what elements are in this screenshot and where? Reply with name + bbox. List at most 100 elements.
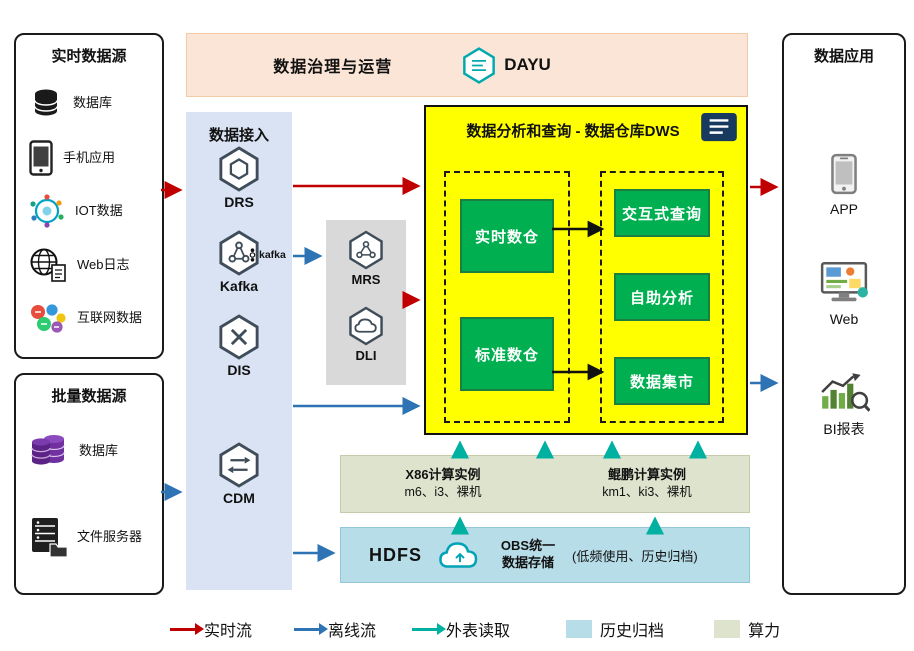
source-item-batch-database: 数据库 [28,427,158,475]
kafka-wordmark: kafka [248,248,286,262]
source-item-web-log: Web日志 [28,241,158,289]
standard-warehouse-box: 标准数仓 [460,317,554,391]
source-label: 互联网数据 [77,309,143,325]
governance-bar: 数据治理与运营 DAYU [186,33,748,97]
realtime-sources-panel: 实时数据源 数据库 手机应用 [14,33,164,359]
legend-label: 历史归档 [600,623,665,640]
source-item-file-server: 文件服务器 [28,513,158,561]
source-label: IOT数据 [75,202,123,218]
kafka-icon [219,230,259,276]
source-label: 手机应用 [63,149,116,165]
service-mrs: MRS [326,230,406,287]
legend: 实时流 离线流 外表读取 历史归档 算力 [170,614,780,644]
service-drs: DRS [186,146,292,210]
cdm-icon [219,442,259,488]
purple-database-icon [31,435,65,465]
service-label: Kafka [219,278,259,294]
interactive-query-box: 交互式查询 [614,189,710,237]
source-label: 数据库 [73,94,113,110]
dis-icon [219,314,259,360]
obs-storage-label: OBS统一数据存储 [500,538,556,570]
file-server-icon [32,518,68,558]
service-dis: DIS [186,314,292,378]
source-item-mobile-app: 手机应用 [28,134,158,182]
obs-storage-note: (低频使用、历史归档) [572,548,698,564]
compute-group-title: X86计算实例 [405,467,481,483]
bi-report-icon [821,373,870,412]
source-label: Web日志 [77,256,130,272]
app-label: APP [829,201,858,217]
batch-sources-title: 批量数据源 [51,388,127,405]
legend-item-compute: 算力 [714,617,780,641]
service-label: MRS [351,272,381,287]
compute-group-title: 鲲鹏计算实例 [607,467,686,483]
dws-title: 数据分析和查询 - 数据仓库DWS [466,123,680,140]
data-ingestion-title: 数据接入 [208,127,269,144]
source-item-internet-data: 互联网数据 [28,294,158,342]
kafka-logo-glyph [249,248,256,262]
service-label: DIS [227,362,251,378]
batch-sources-panel: 批量数据源 数据库 文件服务器 [14,373,164,595]
red-arrow-icon [170,623,204,635]
service-cdm: CDM [186,442,292,506]
functions-group: 交互式查询 自助分析 数据集市 [600,171,724,423]
compute-instances-bar: X86计算实例 m6、i3、裸机 鲲鹏计算实例 km1、ki3、裸机 [340,455,750,513]
legend-item-offline-flow: 离线流 [294,617,376,641]
governance-title: 数据治理与运营 [273,59,393,76]
drs-icon [219,146,259,192]
service-label: DRS [224,194,254,210]
blue-arrow-icon [294,623,329,635]
compute-group-detail: m6、i3、裸机 [404,485,482,500]
app-item-web: Web [784,261,904,327]
kafka-word-text: kafka [259,249,286,261]
web-monitor-icon [820,261,868,302]
globe-document-icon [30,248,66,282]
realtime-sources-title: 实时数据源 [51,48,127,65]
legend-label: 外表读取 [446,623,511,640]
internet-bubbles-icon [31,304,66,333]
service-kafka: kafka Kafka [186,230,292,294]
source-item-database: 数据库 [28,79,158,127]
service-label: DLI [355,348,377,363]
service-label: CDM [223,490,255,506]
dws-document-icon [701,112,737,142]
history-archive-swatch [566,620,593,638]
x86-compute-group: X86计算实例 m6、i3、裸机 [341,456,545,512]
source-label: 数据库 [79,442,119,458]
dayu-logo-text: DAYU [504,55,551,74]
phone-icon [29,140,53,176]
warehouse-group: 实时数仓 标准数仓 [444,171,570,423]
compute-group-detail: km1、ki3、裸机 [602,485,692,500]
self-service-analysis-box: 自助分析 [614,273,710,321]
source-item-iot: IOT数据 [28,187,158,235]
legend-item-external-read: 外表读取 [412,617,510,641]
dayu-hexagon-icon [463,46,496,84]
hdfs-label: HDFS [369,544,422,565]
dli-icon [349,306,383,346]
legend-label: 离线流 [328,623,377,640]
obs-cloud-icon [439,542,478,568]
data-applications-panel: 数据应用 APP Web [782,33,906,595]
realtime-warehouse-box: 实时数仓 [460,199,554,273]
source-label: 文件服务器 [77,528,143,544]
analytics-services-panel: MRS DLI [326,220,406,385]
unified-storage-bar: HDFS OBS统一数据存储 (低频使用、历史归档) [340,527,750,583]
teal-arrow-icon [412,623,447,635]
legend-label: 实时流 [204,623,253,640]
service-dli: DLI [326,306,406,363]
legend-label: 算力 [748,623,781,640]
dws-analysis-panel: 数据分析和查询 - 数据仓库DWS 实时数仓 标准数仓 交互式查询 自助分析 数… [424,105,748,435]
data-mart-box: 数据集市 [614,357,710,405]
kunpeng-compute-group: 鲲鹏计算实例 km1、ki3、裸机 [545,456,749,512]
data-applications-title: 数据应用 [813,48,874,65]
compute-swatch [714,620,741,638]
app-label: Web [829,311,859,327]
mrs-icon [349,230,383,270]
legend-item-realtime-flow: 实时流 [170,617,252,641]
app-phone-icon [831,153,857,195]
database-icon [34,89,58,116]
app-item-app: APP [784,153,904,217]
dayu-logo: DAYU [462,46,551,84]
iot-icon [30,194,64,228]
